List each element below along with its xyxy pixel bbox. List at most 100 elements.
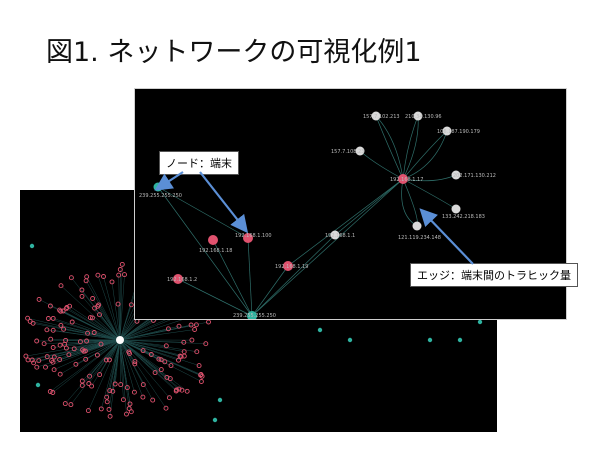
svg-text:192.168.1.18: 192.168.1.18 (199, 248, 232, 254)
svg-text:157.7.108.23: 157.7.108.23 (331, 149, 364, 155)
overview-node (62, 401, 68, 407)
overview-edge (119, 329, 195, 341)
overview-node (34, 338, 40, 344)
svg-text:106.187.190.179: 106.187.190.179 (437, 129, 480, 135)
overview-node (174, 387, 179, 393)
edge (251, 178, 404, 317)
svg-text:192.168.1.2: 192.168.1.2 (167, 277, 197, 283)
edge (402, 115, 419, 180)
edge (247, 237, 253, 317)
overview-node (50, 315, 56, 321)
overview-edge (99, 339, 121, 375)
overview-node (148, 352, 154, 357)
overview-node (347, 337, 353, 343)
overview-node (92, 305, 98, 311)
edge (402, 178, 457, 210)
overview-node (177, 353, 183, 359)
overview-node (35, 382, 41, 388)
overview-node (184, 388, 190, 394)
overview-node (47, 389, 53, 394)
node-192-168-1-19: 192.168.1.19 (275, 261, 308, 271)
overview-edge (103, 276, 121, 341)
overview-edge (50, 339, 121, 392)
overview-node (79, 293, 85, 299)
svg-text:121.119.234.148: 121.119.234.148 (398, 235, 441, 241)
overview-edge (66, 308, 121, 341)
overview-node (132, 359, 138, 365)
overview-node (198, 372, 204, 377)
overview-node (51, 367, 57, 373)
overview-node (50, 359, 56, 365)
overview-edge (119, 339, 168, 378)
overview-node (50, 345, 56, 350)
overview-edge (46, 329, 121, 341)
overview-edge (119, 339, 188, 392)
overview-node (166, 395, 172, 401)
overview-edge (106, 339, 121, 402)
overview-edge (81, 296, 121, 341)
overview-node (193, 322, 199, 328)
overview-edge (88, 339, 121, 411)
overview-node (83, 356, 89, 362)
overview-edge (119, 339, 162, 370)
overview-node (106, 406, 112, 412)
node-157-7-102-213: 157.7.102.213 (363, 111, 400, 121)
overview-edge (86, 276, 121, 341)
overview-node (163, 343, 169, 349)
overview-node (110, 388, 116, 394)
overview-node (57, 371, 63, 377)
node-239-255-255-250-bottom: 239.255.255.250 (233, 311, 276, 319)
node-239-255-255-250-top: 239.255.255.250 (139, 182, 182, 199)
overview-node (85, 330, 91, 336)
overview-edge (27, 317, 121, 341)
svg-text:202.171.130.212: 202.171.130.212 (453, 173, 496, 179)
overview-edge (98, 304, 121, 341)
overview-edge (90, 317, 121, 341)
svg-text:210.34.130.96: 210.34.130.96 (405, 114, 442, 120)
overview-node (36, 358, 42, 364)
node-210-34-130-96: 210.34.130.96 (405, 111, 442, 121)
overview-node (116, 272, 122, 278)
overview-node (81, 348, 87, 354)
overview-node (77, 339, 83, 345)
overview-node (212, 417, 218, 423)
overview-node (58, 322, 64, 328)
overview-node (109, 279, 115, 285)
overview-node (427, 337, 433, 343)
overview-node (104, 394, 110, 400)
overview-node (192, 327, 198, 332)
overview-node (63, 306, 69, 312)
overview-edge (85, 280, 121, 341)
overview-node (79, 287, 85, 293)
overview-edge (119, 339, 181, 357)
svg-text:133.242.218.183: 133.242.218.183 (442, 214, 485, 220)
overview-edge (69, 305, 121, 341)
overview-node (107, 388, 113, 394)
overview-node (84, 274, 90, 280)
nodes: 239.255.255.250 192.168.1.18 192.168.1.1… (139, 111, 496, 319)
overview-node (165, 326, 171, 332)
overview-edge (119, 339, 144, 398)
overview-node (68, 402, 74, 408)
edge (334, 178, 404, 236)
overview-node (198, 379, 204, 384)
overview-node (124, 385, 130, 391)
overview-node (194, 349, 200, 355)
overview-node (71, 346, 77, 352)
overview-node (90, 296, 96, 301)
overview-node (126, 406, 132, 411)
overview-node (47, 303, 53, 309)
overview-node (181, 339, 187, 345)
edge (375, 115, 404, 180)
overview-node (89, 383, 95, 389)
overview-node (140, 382, 146, 388)
overview-node (132, 361, 138, 367)
overview-edge (119, 339, 177, 391)
overview-edge (119, 320, 154, 341)
overview-node (164, 374, 170, 380)
overview-edge (119, 339, 185, 352)
overview-node (57, 357, 63, 362)
overview-edge (53, 339, 121, 370)
overview-hub-node (116, 336, 124, 344)
overview-node (152, 370, 158, 376)
